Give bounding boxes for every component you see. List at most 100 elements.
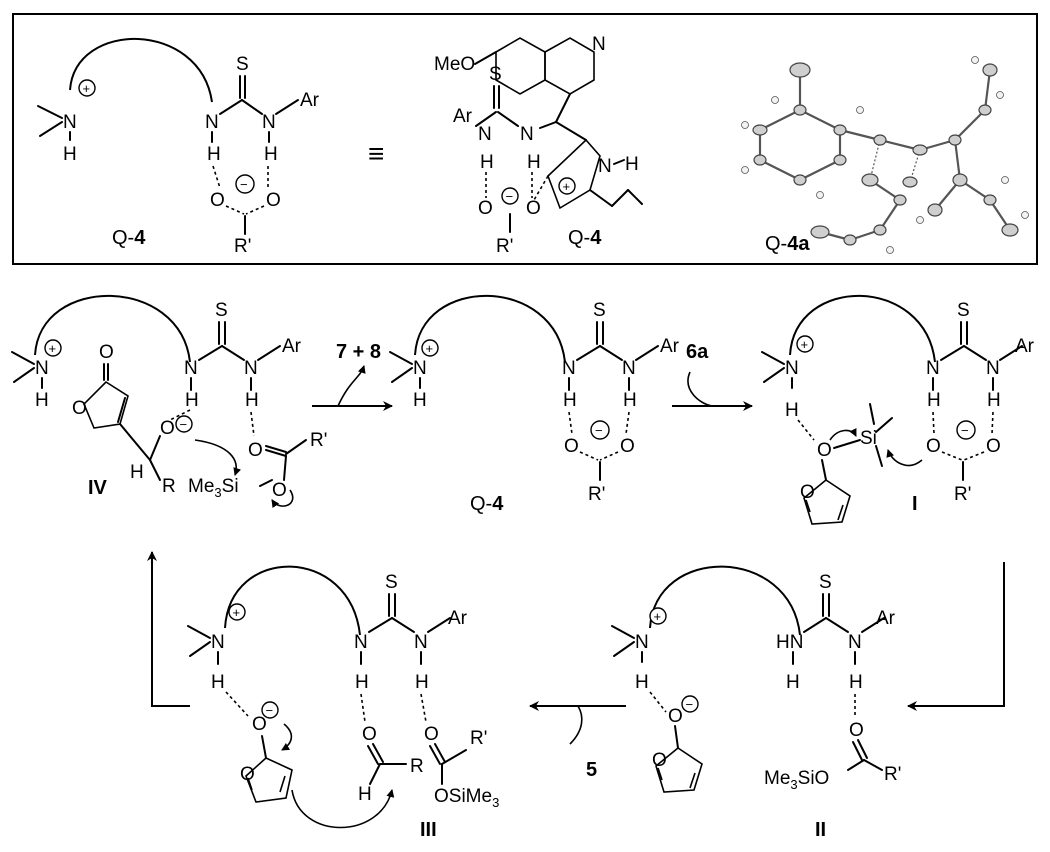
state-III: + N H O − O N H S N H Ar O R [187, 565, 499, 841]
quinuclidine-nitrogen: N [598, 156, 612, 177]
svg-text:O: O [424, 724, 439, 745]
svg-text:O: O [564, 436, 579, 457]
quinuclidine-cage [547, 138, 601, 210]
svg-text:H: H [413, 390, 427, 411]
nucleophilic-attack-arrow [291, 789, 395, 829]
state-label-ii: II [815, 819, 826, 841]
svg-text:O: O [99, 342, 114, 363]
quinoline-ring-b [544, 37, 595, 95]
svg-text:N: N [635, 632, 649, 653]
scaffold-arc-iii [224, 565, 361, 636]
svg-text:R: R [162, 476, 176, 497]
svg-text:H: H [415, 672, 429, 693]
svg-text:O: O [986, 436, 1001, 457]
svg-text:O: O [652, 750, 667, 771]
scaffold-arc-ii [649, 565, 801, 636]
svg-text:H: H [635, 672, 649, 693]
svg-text:H: H [625, 154, 639, 175]
svg-text:Ar: Ar [1015, 336, 1035, 357]
svg-text:N: N [414, 632, 428, 653]
svg-text:O: O [252, 714, 267, 735]
svg-text:R': R' [954, 484, 971, 505]
svg-text:O: O [668, 706, 683, 727]
svg-text:+: + [49, 341, 57, 356]
svg-text:H: H [130, 462, 144, 483]
carboxylate-o2: O [266, 190, 281, 211]
byproduct-label: 7 + 8 [336, 341, 381, 363]
svg-text:−: − [506, 189, 514, 204]
svg-text:O: O [272, 480, 287, 501]
silicon-atom: Si [860, 428, 877, 449]
svg-text:S: S [385, 572, 398, 593]
state-label-iv: IV [88, 477, 108, 499]
svg-text:O: O [72, 398, 87, 419]
svg-text:R: R [410, 756, 424, 777]
furan-ring-ii [655, 747, 703, 793]
svg-text:−: − [240, 177, 248, 192]
state-Q4: + N H N H S N H Ar O O − R' Q-4 [389, 294, 680, 515]
svg-text:O: O [240, 764, 255, 785]
svg-text:H: H [527, 152, 541, 173]
ammonium-charge-icon [44, 339, 62, 357]
svg-text:O: O [926, 436, 941, 457]
svg-text:H: H [480, 152, 494, 173]
reaction-arrow-5 [147, 551, 190, 707]
svg-text:O: O [817, 440, 832, 461]
scaffold-arc-i [789, 294, 936, 363]
svg-text:N: N [184, 358, 198, 379]
svg-text:S: S [819, 572, 832, 593]
thiourea-h2: H [264, 144, 278, 165]
reaction-arrow-3 [907, 562, 1005, 711]
plus-sign: + [83, 81, 91, 96]
svg-text:R': R' [588, 484, 605, 505]
reagent-6a-label: 6a [686, 341, 709, 363]
amine-hydrogen: H [63, 144, 77, 165]
thiourea-n2: N [262, 112, 276, 133]
reagent-5-label: 5 [586, 759, 597, 781]
svg-text:H: H [987, 390, 1001, 411]
svg-text:H: H [785, 400, 799, 421]
svg-text:Ar: Ar [448, 608, 468, 629]
state-IV: + N H N H S N H Ar O O H O − R Me3Si [11, 294, 327, 509]
scaffold-arc [69, 37, 213, 103]
svg-text:N: N [562, 358, 576, 379]
svg-text:+: + [654, 609, 662, 624]
carboxylate-o1: O [210, 190, 225, 211]
svg-text:Ar: Ar [453, 106, 473, 127]
quinoline-ring-a [495, 37, 546, 95]
scaffold-arc-q4 [414, 294, 566, 363]
svg-text:H: H [849, 672, 863, 693]
crystal-structure-drawing: Q-4a [741, 56, 1029, 255]
svg-text:S: S [593, 300, 606, 321]
svg-text:O: O [526, 198, 541, 219]
thiourea-n1: N [205, 112, 219, 133]
butenolide-ring [83, 380, 129, 429]
svg-text:O: O [849, 720, 864, 741]
quinuclidinium-charge-icon [558, 177, 576, 195]
step-add-6a: 6a [672, 341, 753, 411]
methoxy-group: MeO [434, 54, 475, 75]
svg-text:−: − [961, 423, 969, 438]
svg-text:H: H [623, 390, 637, 411]
state-label-i: I [912, 493, 918, 515]
svg-text:O: O [620, 436, 635, 457]
svg-text:−: − [595, 423, 603, 438]
quinoline-nitrogen: N [592, 34, 606, 55]
svg-text:H: H [358, 784, 372, 805]
svg-text:Ar: Ar [660, 336, 680, 357]
crystal-label: Q-4a [765, 233, 810, 255]
furan-ring-iii [245, 757, 293, 803]
svg-text:−: − [180, 417, 188, 432]
svg-text:N: N [211, 632, 225, 653]
svg-text:+: + [563, 179, 571, 194]
svg-text:+: + [426, 341, 434, 356]
svg-text:+: + [801, 337, 809, 352]
amine-nitrogen: N [63, 112, 77, 133]
svg-text:O: O [800, 482, 815, 503]
svg-text:N: N [413, 358, 427, 379]
svg-text:H: H [927, 390, 941, 411]
svg-text:O: O [478, 198, 493, 219]
svg-text:N: N [354, 632, 368, 653]
electron-push-arrow [194, 439, 242, 476]
